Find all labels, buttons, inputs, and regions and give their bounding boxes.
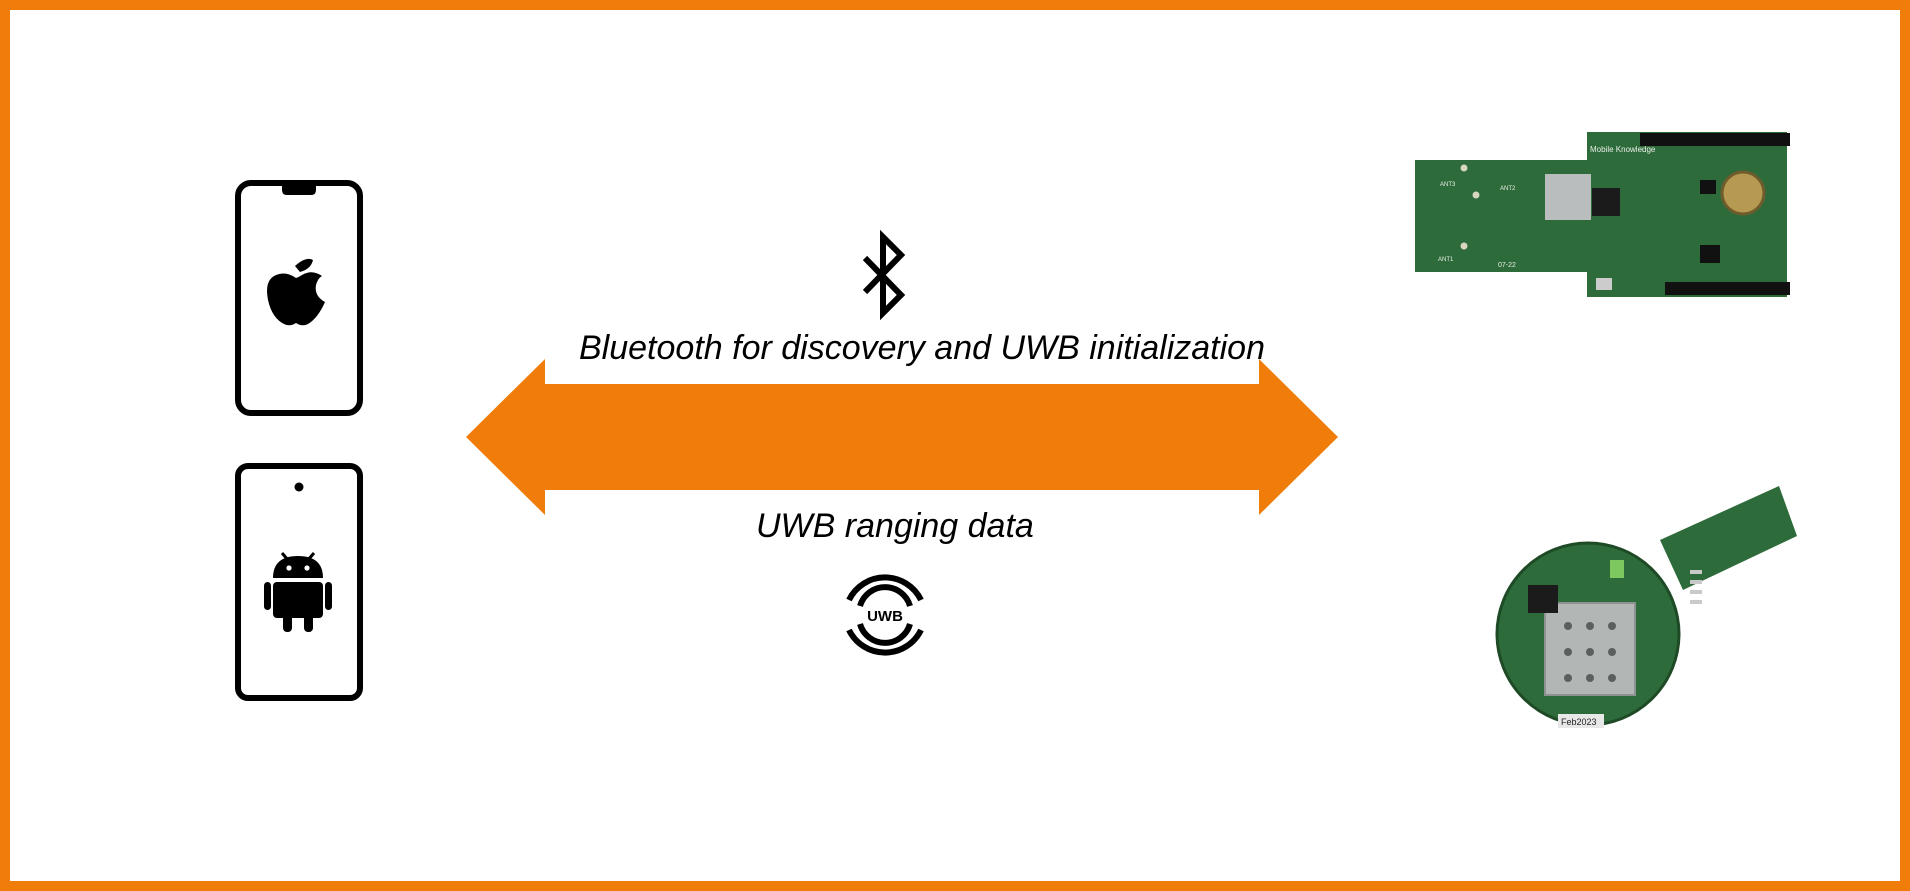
svg-text:Mobile Knowledge: Mobile Knowledge [1590, 145, 1656, 154]
apple-phone-icon [235, 180, 363, 416]
uwb-dev-board-image: Mobile Knowledge ANT3 ANT2 ANT1 07-22 [1415, 132, 1790, 297]
svg-text:ANT3: ANT3 [1440, 182, 1456, 188]
svg-text:ANT1: ANT1 [1438, 257, 1454, 263]
uwb-round-board-image: Feb2023 [1495, 486, 1797, 728]
uwb-ranging-label: UWB ranging data [756, 507, 1034, 545]
android-phone-icon [235, 463, 363, 701]
uwb-signal-icon: UWB [846, 574, 924, 656]
apple-logo-icon [267, 258, 325, 326]
bluetooth-icon [862, 229, 906, 321]
board-2-sticker: Feb2023 [1561, 717, 1597, 727]
svg-text:ANT2: ANT2 [1500, 186, 1516, 192]
board-1-print: Mobile Knowledge ANT3 ANT2 ANT1 07-22 [1438, 145, 1656, 269]
uwb-icon-label: UWB [867, 608, 903, 625]
android-logo-icon [264, 552, 332, 632]
double-arrow [466, 359, 1338, 515]
svg-text:07-22: 07-22 [1498, 262, 1516, 269]
bluetooth-label: Bluetooth for discovery and UWB initiali… [579, 329, 1265, 367]
